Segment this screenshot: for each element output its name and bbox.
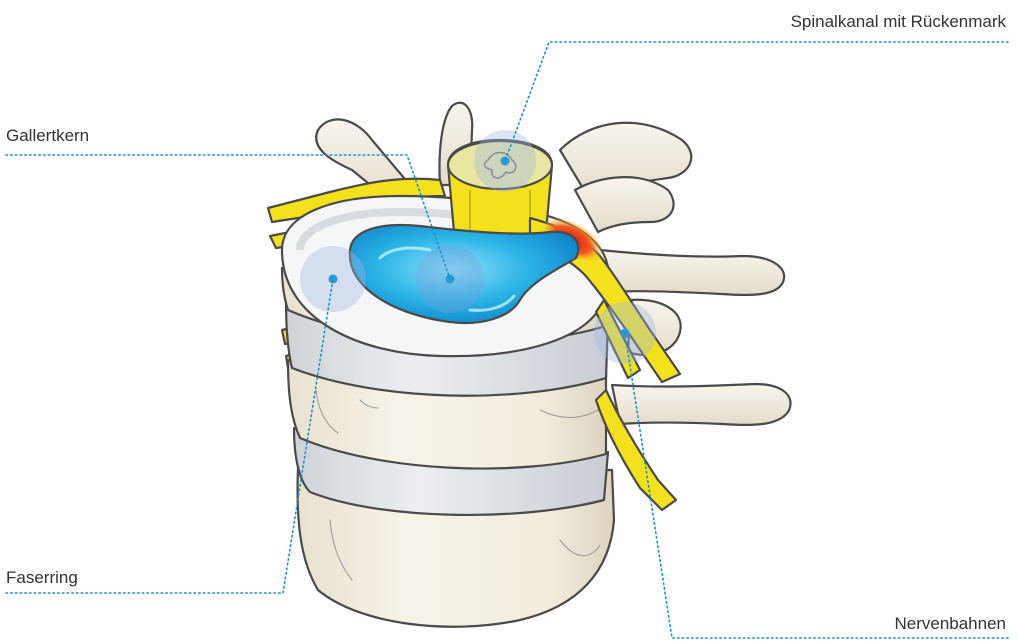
transverse-process-right: [600, 250, 784, 295]
label-spinal-canal: Spinalkanal mit Rückenmark: [791, 12, 1007, 31]
leader-annulus: [6, 279, 333, 593]
marker-spinal-canal: [474, 130, 536, 192]
transverse-process-right-lower: [612, 384, 791, 425]
transverse-process-right-upper: [560, 123, 691, 232]
leader-nerves: [625, 333, 1008, 638]
label-annulus: Faserring: [6, 568, 78, 587]
label-nerves: Nervenbahnen: [894, 614, 1006, 633]
label-nucleus: Gallertkern: [6, 126, 89, 145]
marker-annulus: [300, 246, 366, 312]
